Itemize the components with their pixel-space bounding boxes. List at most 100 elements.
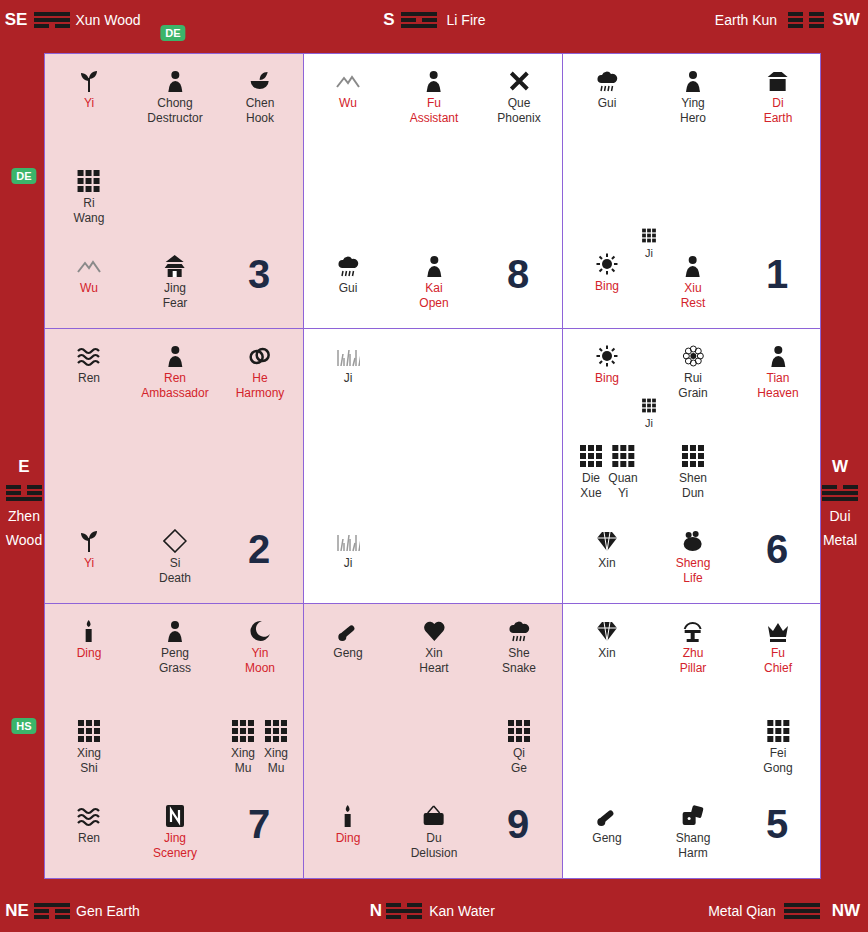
roof (165, 255, 185, 268)
person-icon (681, 69, 705, 93)
dot (248, 720, 254, 726)
dot (642, 229, 646, 233)
sprout-icon (77, 69, 101, 93)
ridge (337, 77, 359, 87)
palace-box: RenRen AmbassadorHe HarmonyYiSi Death2 (44, 328, 304, 604)
palace-label: Ji (645, 416, 653, 431)
palace-number: 7 (248, 800, 270, 848)
palace-item: Fei Gong (763, 719, 792, 776)
cloud (338, 257, 358, 268)
palace-item: 7 (248, 800, 270, 848)
palace-label: Geng (592, 831, 621, 846)
dot (86, 178, 92, 184)
close-icon (422, 804, 446, 828)
palace-item: Ji (336, 344, 360, 386)
ray (600, 269, 602, 271)
palace-item: Xing Mu (264, 719, 288, 776)
dot (775, 728, 781, 734)
palace-label: Ren (78, 831, 100, 846)
dot (86, 720, 92, 726)
dot (652, 399, 656, 403)
dot (94, 728, 100, 734)
palace-label: Gui (598, 96, 617, 111)
palace-label: Yi (84, 556, 94, 571)
bowl (251, 81, 269, 89)
palace-item: Yi (77, 69, 101, 111)
compass-label: Li Fire (447, 12, 486, 28)
head (430, 256, 438, 264)
dot (78, 728, 84, 734)
base (687, 639, 699, 642)
wave (78, 815, 99, 819)
dot (580, 453, 586, 459)
ray (600, 349, 602, 351)
grid-icon (77, 719, 101, 743)
leaf (89, 71, 97, 79)
dot (78, 170, 84, 176)
palace-label: Xing Mu (264, 746, 288, 776)
palace-item: Chong Destructor (147, 69, 202, 126)
palace-item: Tian Heaven (757, 344, 798, 401)
dot (265, 736, 271, 742)
dot (698, 453, 704, 459)
saw-icon (595, 804, 619, 828)
dot (612, 453, 618, 459)
dot (273, 728, 279, 734)
rain (601, 86, 602, 91)
palace-label: Que Phoenix (497, 96, 540, 126)
palace-label: Yin Moon (245, 646, 275, 676)
dot (248, 728, 254, 734)
dot (94, 170, 100, 176)
grid-icon (579, 444, 603, 468)
dot (652, 404, 656, 408)
palace-box: YiChong DestructorChen HookRi WangWuJing… (44, 53, 304, 329)
palace-item: Chen Hook (246, 69, 275, 126)
palace-label: Chen Hook (246, 96, 275, 126)
dot (783, 728, 789, 734)
flower-icon (681, 344, 705, 368)
qian-trigram (784, 903, 820, 919)
palace-item: Rui Grain (678, 344, 707, 401)
palace-label: Wu (339, 96, 357, 111)
wave (78, 821, 99, 825)
grid-icon (231, 719, 255, 743)
palace-item: Ying Hero (680, 69, 706, 126)
dot (240, 728, 246, 734)
mountain-icon (77, 254, 101, 278)
band (770, 639, 786, 642)
head (171, 71, 179, 79)
dot (596, 445, 602, 451)
dot (642, 404, 646, 408)
wave (78, 355, 99, 359)
coin (686, 532, 692, 538)
pot-icon (681, 529, 705, 553)
ridge (78, 262, 100, 272)
person-icon (422, 69, 446, 93)
compass-label: NE (5, 901, 29, 921)
palace-label: Yi (84, 96, 94, 111)
palace-number: 9 (507, 800, 529, 848)
ray (606, 346, 608, 350)
box (770, 79, 786, 91)
spray (685, 623, 701, 629)
palace-label: Ding (336, 831, 361, 846)
door (173, 271, 177, 277)
ray (612, 257, 614, 259)
palace-label: Ji (344, 371, 353, 386)
trigram-symbols (6, 12, 858, 919)
palace-item: Xin Heart (419, 619, 448, 676)
flame (87, 620, 91, 627)
head (171, 621, 179, 629)
person-icon (163, 344, 187, 368)
palace-item: Ren (77, 804, 101, 846)
dot (273, 736, 279, 742)
crown (768, 623, 788, 637)
dot (628, 461, 634, 467)
dot (232, 720, 238, 726)
palace-label: Ding (77, 646, 102, 661)
kun-trigram (788, 12, 824, 28)
saw-icon (336, 619, 360, 643)
road-sign (164, 530, 186, 552)
mountain-icon (336, 69, 360, 93)
candle (345, 814, 351, 827)
